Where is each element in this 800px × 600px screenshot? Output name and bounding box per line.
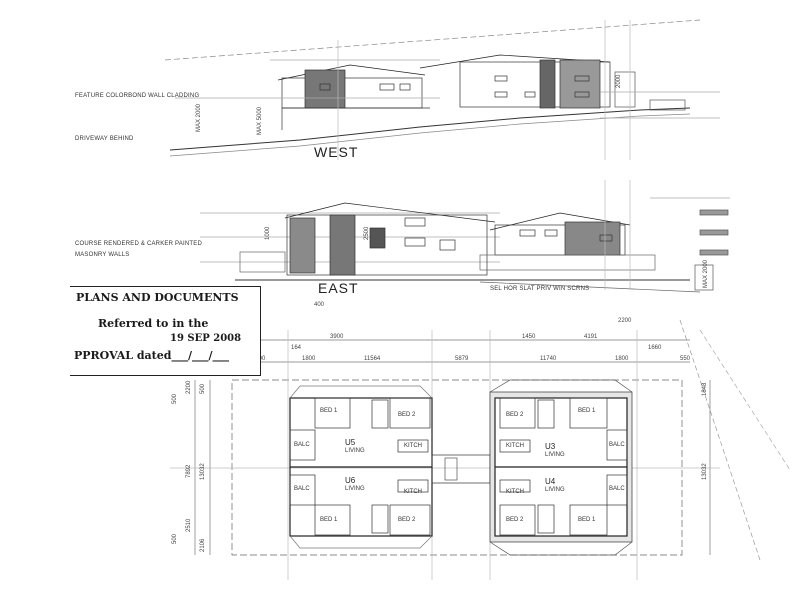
dim-top: 1450 (522, 334, 536, 340)
dim-left: 500 (172, 533, 178, 544)
dim-max-2000-west: MAX 2000 (196, 103, 202, 132)
room-bed1: BED 1 (578, 408, 596, 414)
unit-sub: LIVING (545, 452, 565, 458)
unit-label: U4 (545, 477, 556, 486)
note-masonry-walls: MASONRY WALLS (75, 252, 130, 258)
dim-max-5000: MAX 5000 (257, 106, 263, 135)
room-balc: BALC (609, 486, 625, 492)
note-feature-cladding: FEATURE COLORBOND WALL CLADDING (75, 93, 200, 99)
stamp-line-1: PLANS AND DOCUMENTS (76, 291, 239, 304)
room-kitch: KITCH (404, 489, 422, 495)
room-bed2: BED 2 (506, 517, 524, 523)
note-driveway-behind: DRIVEWAY BEHIND (75, 136, 134, 142)
note-privacy-screens: SEL HOR SLAT PRIV WIN SCRNS (490, 286, 590, 292)
dim-1000: 1000 (265, 226, 271, 240)
dim-right: 13032 (702, 463, 708, 480)
dim-max-2000-east: MAX 2000 (703, 259, 709, 288)
room-bed1: BED 1 (320, 408, 338, 414)
dim-top: 164 (291, 345, 302, 351)
unit-sub: LIVING (345, 486, 365, 492)
east-elevation (200, 180, 730, 293)
room-balc: BALC (609, 442, 625, 448)
floor-plan (170, 319, 791, 580)
dim-400: 400 (314, 302, 325, 308)
unit-sub: LIVING (345, 448, 365, 454)
east-elevation-title: EAST (318, 280, 359, 296)
dim-left: 13032 (200, 463, 206, 480)
dim-top: 550 (680, 356, 691, 362)
stamp-date: 19 SEP 2008 (170, 333, 242, 344)
dim-left: 2200 (186, 380, 192, 394)
stamp-line-2: Referred to in the (98, 317, 209, 330)
dim-top: 1800 (302, 356, 316, 362)
room-bed1: BED 1 (578, 517, 596, 523)
dim-2500: 2500 (364, 226, 370, 240)
unit-sub: LIVING (545, 487, 565, 493)
dim-top: 4191 (584, 334, 598, 340)
dim-2000-west: 2000 (616, 74, 622, 88)
dim-top: 11564 (364, 356, 381, 362)
approval-stamp: PLANS AND DOCUMENTS Referred to in the 1… (70, 286, 261, 376)
dim-right: 1848 (702, 382, 708, 396)
dim-top: 3900 (330, 334, 344, 340)
room-bed2: BED 2 (398, 412, 416, 418)
room-bed1: BED 1 (320, 517, 338, 523)
dim-left: 7892 (186, 464, 192, 478)
dim-top: 1660 (648, 345, 662, 351)
dim-top: 11740 (540, 356, 557, 362)
unit-label: U5 (345, 438, 356, 447)
dim-left: 500 (200, 383, 206, 394)
stamp-line-4: PPROVAL dated___/___/___ (74, 349, 229, 362)
note-course-rendered: COURSE RENDERED & CARKER PAINTED (75, 241, 202, 247)
dim-left: 2106 (200, 538, 206, 552)
room-kitch: KITCH (506, 443, 524, 449)
west-elevation (164, 19, 720, 160)
room-bed2: BED 2 (398, 517, 416, 523)
room-kitch: KITCH (506, 489, 524, 495)
dim-left: 2510 (186, 518, 192, 532)
dim-top: 1800 (615, 356, 629, 362)
dim-top: 2200 (618, 318, 632, 324)
dim-left: 500 (172, 393, 178, 404)
dim-top: 5879 (455, 356, 469, 362)
room-kitch: KITCH (404, 443, 422, 449)
unit-label: U6 (345, 476, 356, 485)
unit-label: U3 (545, 442, 556, 451)
west-elevation-title: WEST (314, 144, 359, 160)
room-balc: BALC (294, 442, 310, 448)
room-balc: BALC (294, 486, 310, 492)
room-bed2: BED 2 (506, 412, 524, 418)
